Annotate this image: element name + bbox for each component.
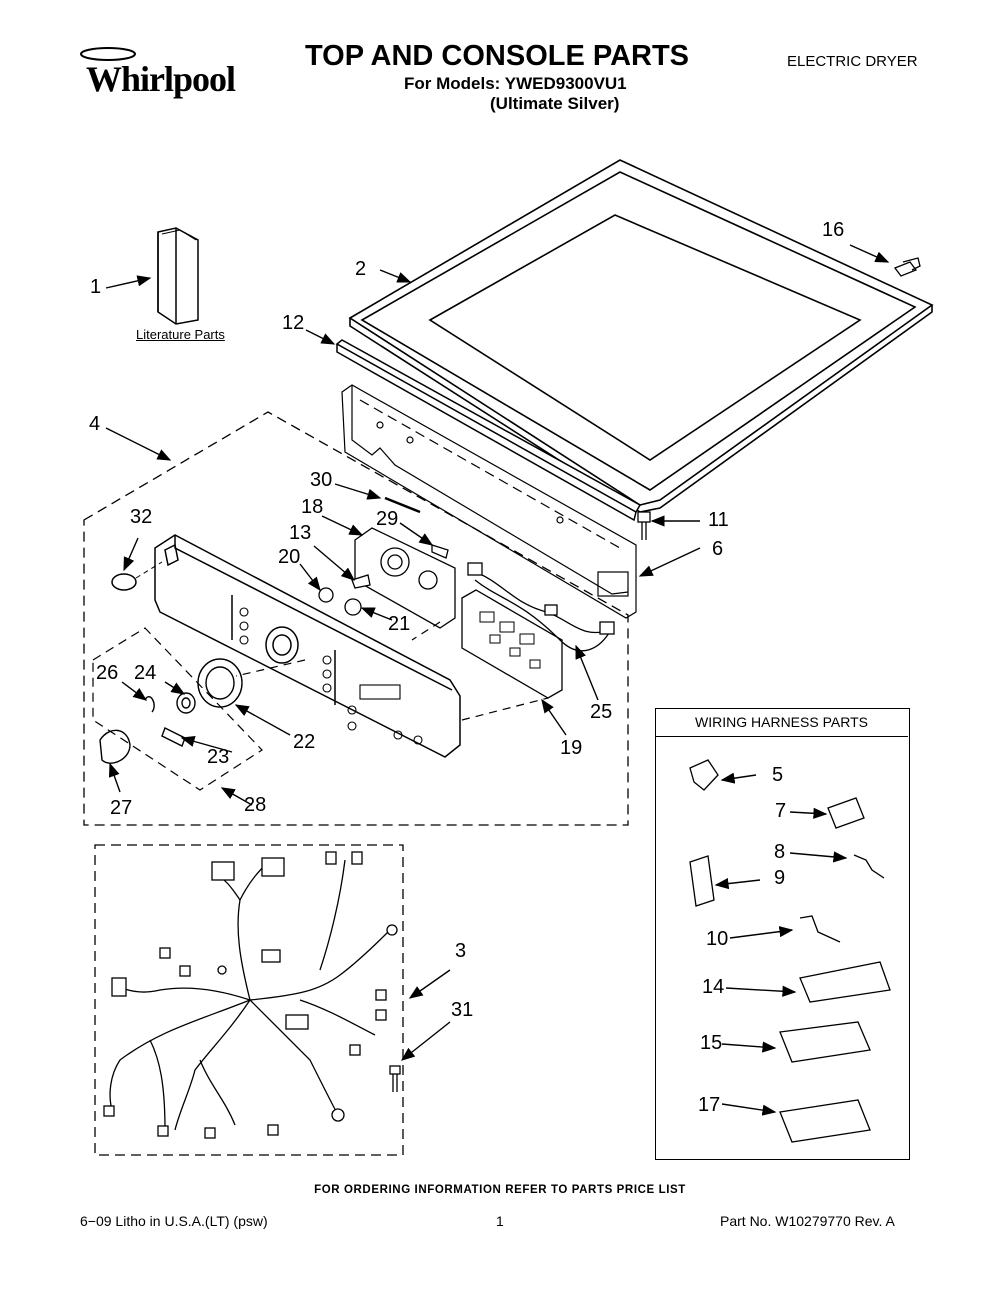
callout-17: 17 bbox=[698, 1094, 721, 1116]
callout-23: 23 bbox=[207, 746, 230, 768]
callout-12: 12 bbox=[282, 312, 305, 334]
console-panel bbox=[154, 534, 461, 758]
callout-5: 5 bbox=[772, 764, 784, 786]
knob-subassembly-outline bbox=[92, 627, 263, 791]
main-harness-3 bbox=[103, 851, 398, 1139]
small-console-parts bbox=[318, 496, 449, 616]
callout-16: 16 bbox=[822, 219, 845, 241]
callout-24: 24 bbox=[134, 662, 157, 684]
callout-19: 19 bbox=[560, 737, 583, 759]
brand-swoosh bbox=[80, 47, 136, 61]
top-panel bbox=[348, 159, 934, 513]
callout-9: 9 bbox=[774, 867, 786, 889]
callout-20: 20 bbox=[278, 546, 301, 568]
litho-info: 6−09 Litho in U.S.A.(LT) (psw) bbox=[80, 1213, 268, 1229]
callout-6: 6 bbox=[712, 538, 724, 560]
literature-parts-label: Literature Parts bbox=[136, 327, 225, 342]
screw-31 bbox=[389, 1065, 401, 1092]
doc-type-label: ELECTRIC DRYER bbox=[787, 53, 918, 70]
screw-11 bbox=[637, 511, 651, 540]
control-board-19 bbox=[461, 589, 563, 699]
callout-7: 7 bbox=[775, 800, 787, 822]
callout-10: 10 bbox=[706, 928, 729, 950]
callout-30: 30 bbox=[310, 469, 333, 491]
console-assembly-outline bbox=[83, 411, 629, 826]
page-title: TOP AND CONSOLE PARTS bbox=[0, 40, 1000, 73]
cap-32 bbox=[111, 561, 163, 591]
ordering-note: FOR ORDERING INFORMATION REFER TO PARTS … bbox=[314, 1184, 686, 1196]
callout-26: 26 bbox=[96, 662, 119, 684]
callout-31: 31 bbox=[451, 999, 474, 1021]
screw-16 bbox=[893, 257, 921, 277]
callout-4: 4 bbox=[89, 413, 101, 435]
wiring-harness-box bbox=[655, 708, 910, 1160]
leader-lines bbox=[105, 244, 890, 1116]
color-line: (Ultimate Silver) bbox=[490, 94, 620, 113]
callout-11: 11 bbox=[708, 509, 729, 531]
callout-15: 15 bbox=[700, 1032, 723, 1054]
console-connectors bbox=[235, 621, 549, 721]
callout-1: 1 bbox=[90, 276, 102, 298]
callout-21: 21 bbox=[388, 613, 411, 635]
part-number: Part No. W10279770 Rev. A bbox=[720, 1213, 895, 1229]
callout-8: 8 bbox=[774, 841, 786, 863]
callout-3: 3 bbox=[455, 940, 467, 962]
whirlpool-logo: Whirlpool bbox=[86, 59, 236, 99]
literature-booklet bbox=[157, 227, 199, 325]
callout-14: 14 bbox=[702, 976, 725, 998]
trim-strip bbox=[335, 339, 642, 522]
callout-29: 29 bbox=[376, 508, 399, 530]
callout-2: 2 bbox=[355, 258, 367, 280]
wiring-harness-parts bbox=[689, 759, 891, 1143]
main-harness-outline bbox=[94, 844, 404, 1156]
console-harness-25 bbox=[467, 562, 615, 652]
callout-18: 18 bbox=[301, 496, 324, 518]
page-title-text: TOP AND CONSOLE PARTS bbox=[304, 40, 690, 72]
models-line: For Models: YWED9300VU1 bbox=[404, 74, 627, 93]
callout-25: 25 bbox=[590, 701, 613, 723]
callout-22: 22 bbox=[293, 731, 316, 753]
console-bracket bbox=[341, 384, 637, 619]
wiring-harness-box-title: WIRING HARNESS PARTS bbox=[655, 708, 908, 737]
callout-32: 32 bbox=[130, 506, 153, 528]
callout-27: 27 bbox=[110, 797, 133, 819]
page-number: 1 bbox=[496, 1213, 504, 1229]
callout-28: 28 bbox=[244, 794, 267, 816]
callout-13: 13 bbox=[289, 522, 312, 544]
